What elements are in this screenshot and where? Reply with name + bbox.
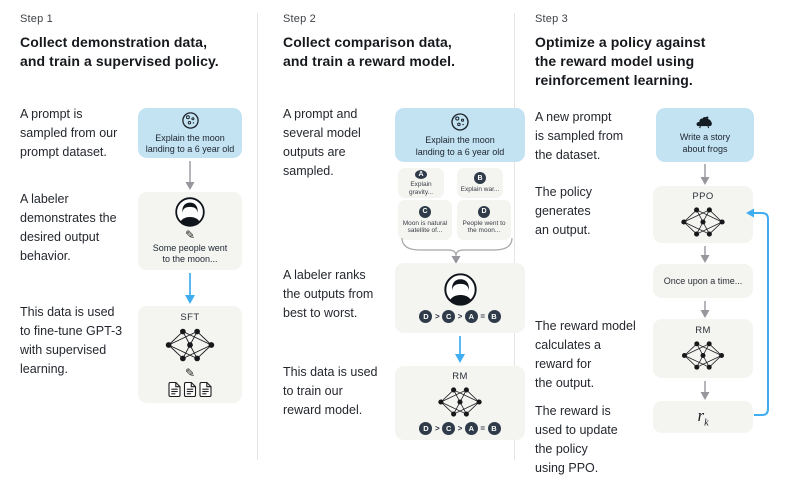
rank-badge: D <box>419 422 433 435</box>
rank-separator: > <box>434 312 440 321</box>
moon-icon <box>181 111 199 129</box>
output-letter-badge: B <box>474 172 486 185</box>
ranking-row: D > C > A = B <box>419 310 501 323</box>
labeler-demo-box: ✎ Some people went to the moon... <box>138 192 242 270</box>
rank-badge: D <box>419 310 433 323</box>
description-text: A prompt is sampled from our prompt data… <box>20 107 118 159</box>
column-divider <box>257 13 258 460</box>
neural-network-icon <box>165 328 215 362</box>
description-text: A labeler demonstrates the desired outpu… <box>20 192 117 263</box>
description-text: A labeler ranks the outputs from best to… <box>283 268 374 320</box>
documents-icon <box>168 382 212 397</box>
model-output-c: C Moon is natural satellite of... <box>398 200 452 240</box>
down-arrow-icon <box>700 381 710 400</box>
description-text: The reward model calculates a reward for… <box>535 319 636 390</box>
reward-value-box: rk <box>653 401 753 433</box>
rank-separator: = <box>480 312 485 321</box>
column-divider <box>514 13 515 460</box>
blue-down-arrow-icon <box>185 273 195 304</box>
brace-arrow-icon <box>401 238 513 264</box>
pencil-icon: ✎ <box>184 227 196 242</box>
rank-badge: C <box>442 422 456 435</box>
description-text: A new prompt is sampled from the dataset… <box>535 110 624 162</box>
reward-model-box: RM D > C > A = B <box>395 366 525 440</box>
frog-icon <box>696 116 712 129</box>
neural-network-icon <box>438 387 482 417</box>
labeler-ranking-box: D > C > A = B <box>395 263 525 333</box>
labeler-avatar-icon <box>443 273 477 306</box>
description-text: This data is used to train our reward mo… <box>283 365 378 417</box>
output-letter-badge: A <box>415 170 427 179</box>
step-label: Step 3 <box>535 13 569 25</box>
rank-badge: C <box>442 310 456 323</box>
ranking-row: D > C > A = B <box>419 422 501 435</box>
step-title: Collect demonstration data, and train a … <box>20 34 219 69</box>
description-text: This data is used to fine-tune GPT-3 wit… <box>20 305 123 376</box>
model-label: SFT <box>180 312 200 323</box>
rank-separator: > <box>457 424 463 433</box>
labeler-output-text: Some people went to the moon... <box>152 242 228 265</box>
neural-network-icon <box>681 341 725 370</box>
labeler-avatar-icon <box>175 196 205 227</box>
blue-down-arrow-icon <box>455 336 465 363</box>
model-label: RM <box>452 371 468 382</box>
prompt-text: Explain the moon landing to a 6 year old <box>145 132 235 155</box>
step-title: Collect comparison data, and train a rew… <box>283 34 456 69</box>
pencil-icon: ✎ <box>184 366 196 380</box>
model-label: PPO <box>692 190 714 202</box>
rank-separator: > <box>457 312 463 321</box>
output-snippet: Explain gravity... <box>408 181 434 196</box>
prompt-box: Explain the moon landing to a 6 year old <box>138 108 242 158</box>
moon-icon <box>451 113 469 131</box>
reward-model-box: RM <box>653 319 753 378</box>
model-label: RM <box>695 325 711 336</box>
model-output-d: D People went to the moon... <box>457 200 511 240</box>
rank-separator: > <box>434 424 440 433</box>
model-output-b: B Explain war... <box>457 168 503 198</box>
description-text: The reward is used to update the policy … <box>535 404 618 475</box>
ppo-policy-box: PPO <box>653 186 753 243</box>
output-letter-badge: C <box>419 205 431 218</box>
output-letter-badge: D <box>478 205 490 218</box>
model-output-a: A Explain gravity... <box>398 168 444 198</box>
prompt-text: Explain the moon landing to a 6 year old <box>415 135 505 157</box>
step-label: Step 2 <box>283 13 317 25</box>
down-arrow-icon <box>700 164 710 185</box>
step-label: Step 1 <box>20 13 54 25</box>
sft-model-box: SFT ✎ <box>138 306 242 403</box>
prompt-box: Explain the moon landing to a 6 year old <box>395 108 525 162</box>
rank-separator: = <box>480 424 485 433</box>
reward-value-label: rk <box>697 405 709 429</box>
step-title: Optimize a policy against the reward mod… <box>535 34 706 88</box>
description-text: A prompt and several model outputs are s… <box>283 107 361 178</box>
output-snippet: Moon is natural satellite of... <box>402 219 448 235</box>
prompt-text: Write a story about frogs <box>679 132 731 154</box>
down-arrow-icon <box>185 161 195 190</box>
description-text: The policy generates an output. <box>535 185 592 237</box>
output-snippet: People went to the moon... <box>462 219 506 235</box>
rank-badge: B <box>487 310 501 323</box>
output-snippet: Explain war... <box>460 186 500 194</box>
rank-badge: A <box>464 422 478 435</box>
down-arrow-icon <box>700 301 710 318</box>
prompt-box: Write a story about frogs <box>656 108 754 162</box>
policy-output-box: Once upon a time... <box>653 264 753 298</box>
neural-network-icon <box>681 206 725 237</box>
rank-badge: A <box>464 310 478 323</box>
policy-output-text: Once upon a time... <box>663 276 743 286</box>
down-arrow-icon <box>700 246 710 263</box>
feedback-loop-arrow-icon <box>746 208 769 416</box>
rank-badge: B <box>487 422 501 435</box>
